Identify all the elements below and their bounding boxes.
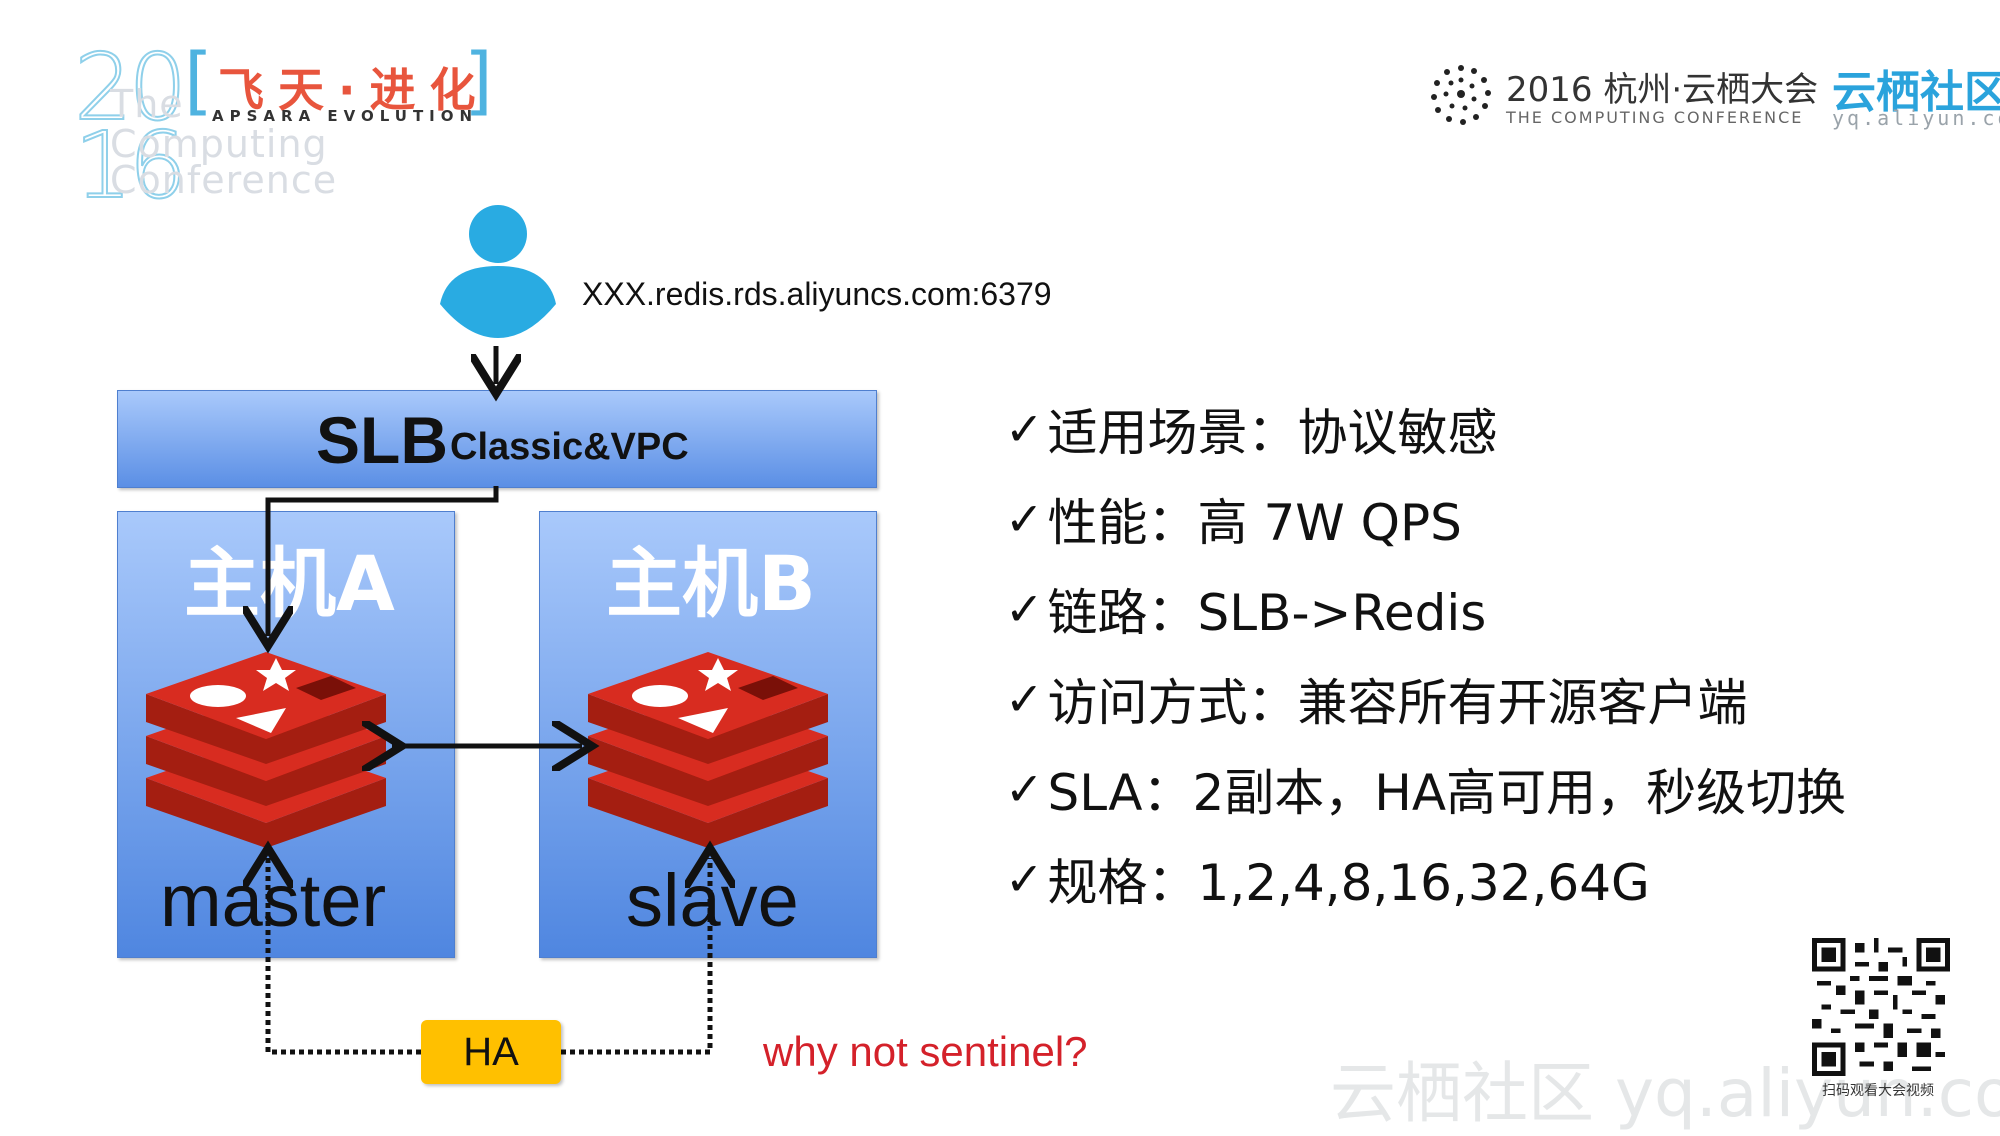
qr-caption: 扫码观看大会视频 xyxy=(1822,1083,1934,1099)
check-icon: ✓ xyxy=(1005,672,1044,726)
check-icon: ✓ xyxy=(1005,852,1044,906)
conference-year-logo: 20 16 The Computing Conference xyxy=(73,34,394,219)
feature-performance: ✓性能：高 7W QPS xyxy=(1005,474,1846,564)
redis-endpoint: XXX.redis.rds.aliyuncs.com:6379 xyxy=(582,276,1052,312)
event-subtitle: APSARA EVOLUTION xyxy=(212,107,479,125)
bracket-left-icon: [ xyxy=(184,38,213,124)
ghost-line-1: The xyxy=(110,82,184,126)
feature-sla: ✓SLA：2副本，HA高可用，秒级切换 xyxy=(1005,744,1846,834)
host-a-title: 主机A xyxy=(184,539,395,628)
conference-dots-icon xyxy=(1431,65,1491,125)
conference-subtitle: THE COMPUTING CONFERENCE xyxy=(1506,108,1804,127)
check-icon: ✓ xyxy=(1005,402,1044,456)
slb-network-label: Classic&VPC xyxy=(450,426,689,468)
slb-label: SLB xyxy=(316,403,448,477)
bracket-right-icon: ] xyxy=(464,38,493,124)
community-name: 云栖社区 xyxy=(1832,67,2000,118)
redis-slave-icon xyxy=(588,652,828,848)
check-icon: ✓ xyxy=(1005,582,1044,636)
feature-access: ✓访问方式：兼容所有开源客户端 xyxy=(1005,654,1846,744)
redis-master-icon xyxy=(146,652,386,848)
sentinel-note: why not sentinel? xyxy=(763,1028,1088,1075)
feature-text: 规格：1,2,4,8,16,32,64G xyxy=(1047,854,1650,912)
check-icon: ✓ xyxy=(1005,492,1044,546)
host-b-title: 主机B xyxy=(606,539,816,628)
event-title: 飞天·进化 xyxy=(218,63,490,117)
slave-label: slave xyxy=(626,859,799,942)
ghost-line-2: Computing xyxy=(110,122,328,166)
feature-spec: ✓规格：1,2,4,8,16,32,64G xyxy=(1005,834,1846,924)
year-bottom: 16 xyxy=(73,112,188,219)
feature-list: ✓适用场景：协议敏感 ✓性能：高 7W QPS ✓链路：SLB->Redis ✓… xyxy=(1005,384,1846,924)
feature-text: SLA：2副本，HA高可用，秒级切换 xyxy=(1047,764,1847,822)
feature-link: ✓链路：SLB->Redis xyxy=(1005,564,1846,654)
master-label: master xyxy=(160,859,387,942)
feature-text: 性能：高 7W QPS xyxy=(1047,494,1462,552)
ghost-line-3: Conference xyxy=(110,158,338,202)
feature-text: 访问方式：兼容所有开源客户端 xyxy=(1047,674,1748,732)
check-icon: ✓ xyxy=(1005,762,1044,816)
feature-text: 适用场景：协议敏感 xyxy=(1047,404,1498,462)
user-icon xyxy=(440,205,556,338)
qr-code-icon xyxy=(1812,938,1950,1076)
feature-scenario: ✓适用场景：协议敏感 xyxy=(1005,384,1846,474)
year-top: 20 xyxy=(73,34,188,141)
conference-title: 2016 杭州·云栖大会 xyxy=(1506,70,1819,110)
community-url: yq.aliyun.com xyxy=(1832,106,2000,130)
ha-badge: HA xyxy=(421,1020,561,1084)
feature-text: 链路：SLB->Redis xyxy=(1047,584,1487,642)
